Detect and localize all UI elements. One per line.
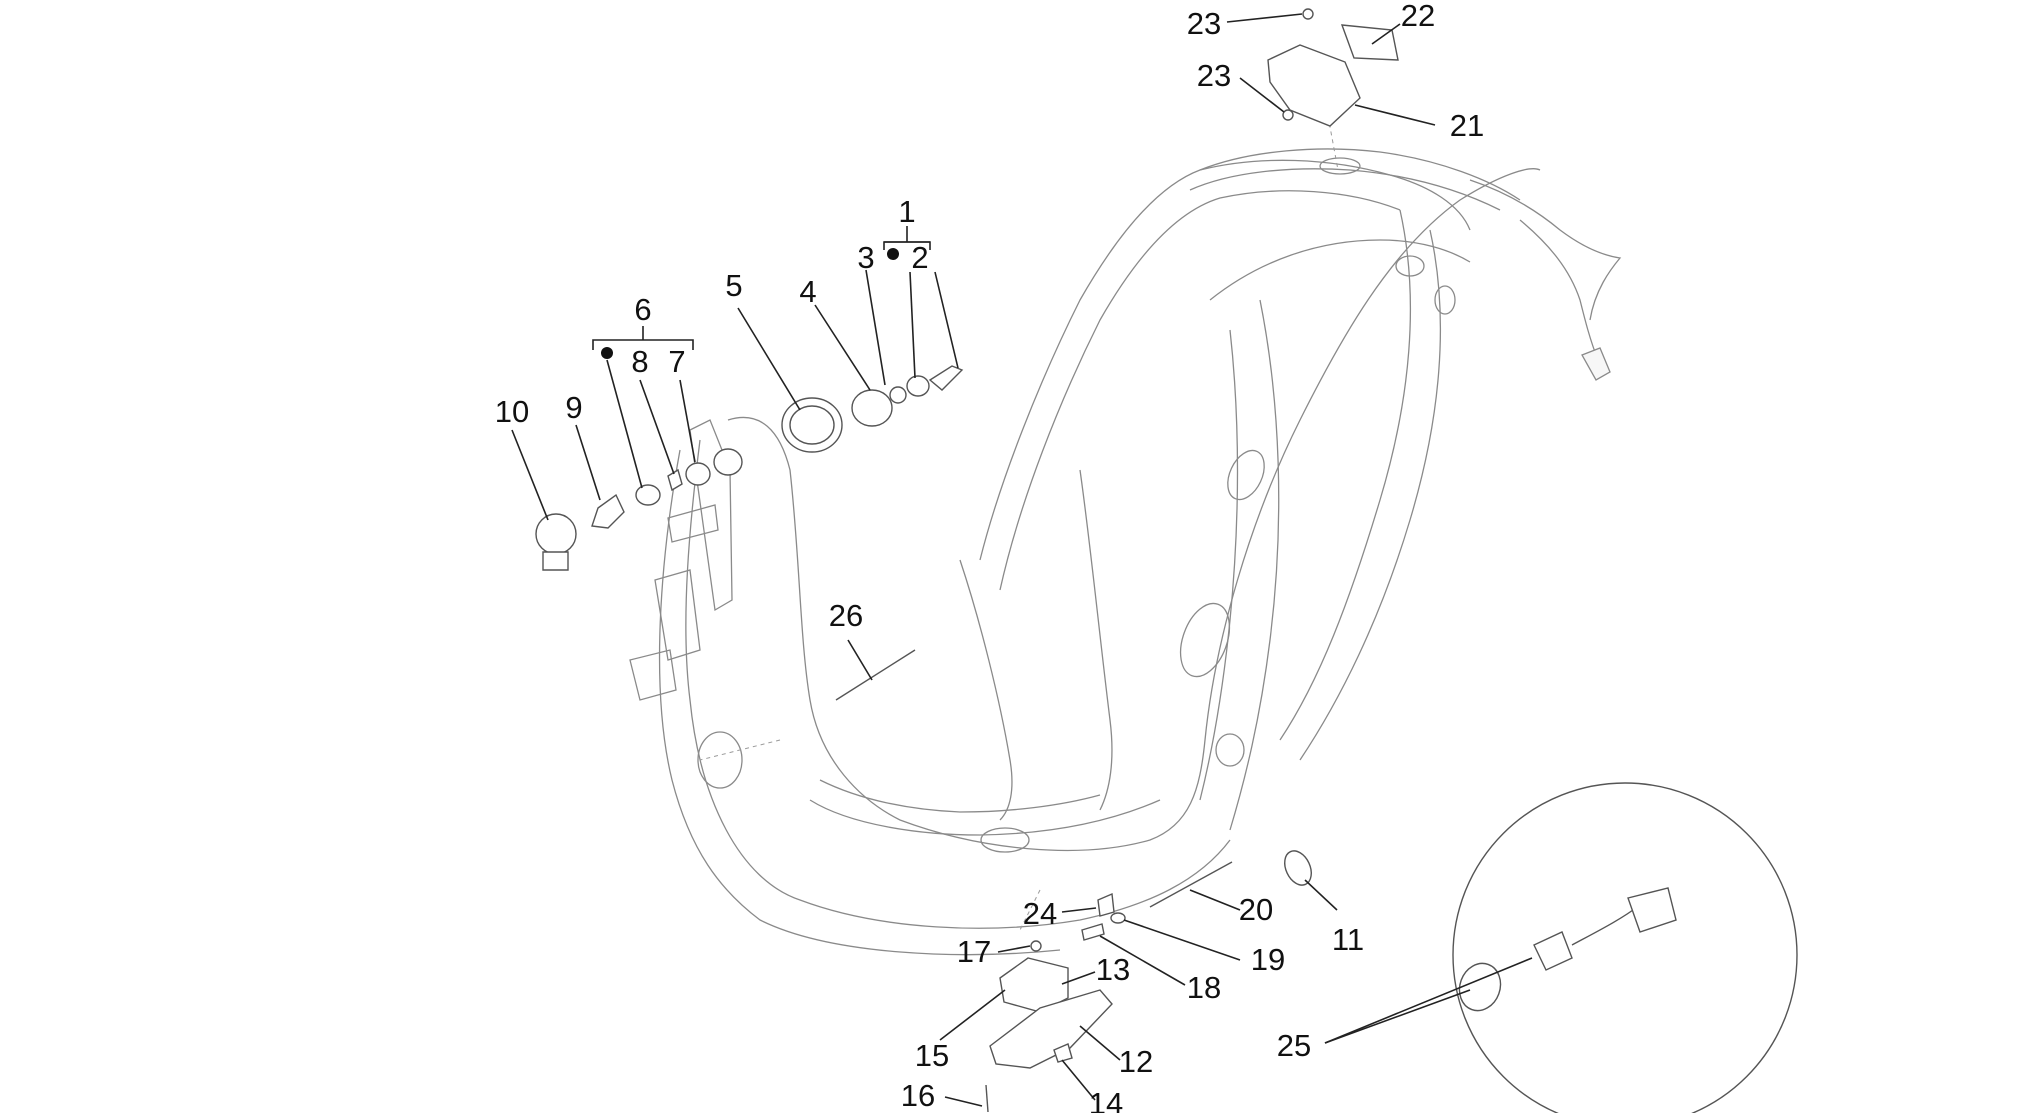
callout-10: 10	[495, 394, 529, 429]
callout-2: 2	[911, 240, 928, 275]
callout-21: 21	[1450, 108, 1484, 143]
latch-cover-part	[989, 989, 1113, 1069]
callout-12: 12	[1119, 1044, 1153, 1079]
bullet-dot-8	[601, 347, 613, 359]
latch-body-part	[999, 957, 1069, 1013]
callout-24: 24	[1023, 896, 1057, 931]
callout-25: 25	[1277, 1028, 1311, 1063]
cable-rod-part	[835, 649, 916, 701]
callout-1: 1	[898, 194, 915, 229]
lock-housing-part	[851, 389, 893, 427]
callout-4: 4	[799, 274, 816, 309]
detail-circle	[1452, 782, 1798, 1113]
o-ring-part	[889, 386, 907, 404]
switch-connector-part	[1533, 931, 1573, 971]
oring-seal-part	[1284, 850, 1312, 886]
ignition-plug-part	[542, 551, 569, 571]
scooter-frame	[629, 99, 1622, 956]
bullet-dot-3	[887, 248, 899, 260]
ignition-cap-part	[591, 493, 625, 529]
callout-19: 19	[1251, 942, 1285, 977]
callout-20: 20	[1239, 892, 1273, 927]
callout-labels: 1 2 3 4 5 6 7 8 9 10 11 12 13 14 15 16 1…	[495, 0, 1484, 1113]
callout-15: 15	[915, 1038, 949, 1073]
callout-13: 13	[1096, 952, 1130, 987]
spring-part	[1110, 912, 1126, 924]
cable-part	[1149, 861, 1233, 908]
hinge-bracket-part	[1267, 44, 1361, 127]
hinge-plate-part	[1340, 24, 1399, 61]
ignition-connector-part	[535, 513, 577, 555]
screw-side-part	[1282, 109, 1294, 121]
part-shapes	[535, 8, 1798, 1113]
callout-23-top: 23	[1187, 6, 1221, 41]
callout-11: 11	[1332, 922, 1364, 957]
callout-18: 18	[1187, 970, 1221, 1005]
callout-17: 17	[957, 934, 991, 969]
pin-part	[1081, 923, 1105, 941]
callout-22: 22	[1401, 0, 1435, 33]
bolt-part	[985, 1084, 989, 1113]
ignition-lens-part	[713, 448, 743, 476]
callout-6: 6	[634, 292, 651, 327]
screw-top-part	[1302, 8, 1314, 20]
clip-nut-part	[1053, 1043, 1073, 1063]
leader-lines	[511, 13, 1533, 1107]
ignition-spring-part	[667, 468, 683, 492]
switch-housing-part	[1627, 887, 1677, 933]
key-part	[928, 365, 964, 391]
callout-3: 3	[857, 240, 874, 275]
callout-26: 26	[829, 598, 863, 633]
clip-part	[1097, 892, 1115, 917]
callout-7: 7	[668, 344, 685, 379]
ignition-cover-part	[685, 462, 711, 486]
callout-8: 8	[631, 344, 648, 379]
nut-part	[1030, 940, 1042, 952]
callout-23-side: 23	[1197, 58, 1231, 93]
callout-9: 9	[565, 390, 582, 425]
callout-16: 16	[901, 1078, 935, 1113]
callout-5: 5	[725, 268, 742, 303]
lock-barrel-part	[906, 375, 930, 397]
ignition-bush-part	[635, 484, 661, 506]
lock-ring-inner	[789, 405, 835, 445]
callout-14: 14	[1089, 1086, 1123, 1113]
